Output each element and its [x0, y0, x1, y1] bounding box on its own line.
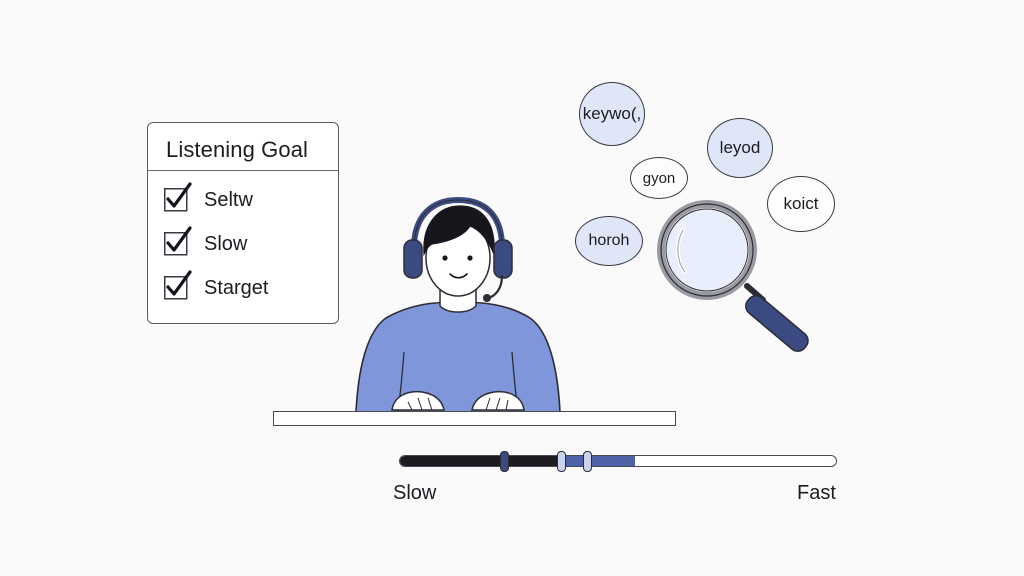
speed-slider-track[interactable] [399, 455, 837, 467]
speed-slider-handle[interactable] [556, 451, 566, 472]
keyword-bubble: leyod [707, 118, 773, 178]
desk [273, 411, 676, 426]
speed-slider-fill-blue [561, 456, 636, 466]
goal-item-label: Seltw [204, 188, 253, 211]
headset-icon [403, 196, 513, 302]
goal-item-1[interactable]: Seltw [164, 182, 253, 215]
speed-min-label: Slow [393, 482, 437, 504]
goal-item-3[interactable]: Starget [164, 270, 269, 303]
checkmark-icon [164, 270, 192, 300]
checkmark-icon [164, 226, 192, 256]
keyword-bubble: koict [767, 176, 835, 232]
goal-card-divider [148, 170, 338, 171]
goal-checkbox-3[interactable] [164, 270, 192, 300]
keyword-bubble: gyon [630, 157, 688, 199]
goal-card-title: Listening Goal [166, 137, 309, 162]
goal-checkbox-1[interactable] [164, 182, 192, 212]
magnifying-glass-icon [657, 200, 809, 352]
speed-slider-handle[interactable] [582, 451, 592, 472]
goal-item-2[interactable]: Slow [164, 226, 248, 259]
checkmark-icon [164, 182, 192, 212]
speed-max-label: Fast [797, 482, 836, 504]
goal-item-label: Starget [204, 276, 269, 299]
listener-illustration [355, 196, 561, 413]
goal-item-label: Slow [204, 232, 248, 255]
speed-slider-handle[interactable] [499, 451, 509, 472]
keyword-bubble: keywo(, [579, 82, 645, 146]
listening-goal-card: Listening Goal Seltw Slow [147, 122, 339, 324]
speed-slider-fill-dark [400, 456, 562, 466]
keyword-bubble: horoh [575, 216, 643, 266]
goal-checkbox-2[interactable] [164, 226, 192, 256]
